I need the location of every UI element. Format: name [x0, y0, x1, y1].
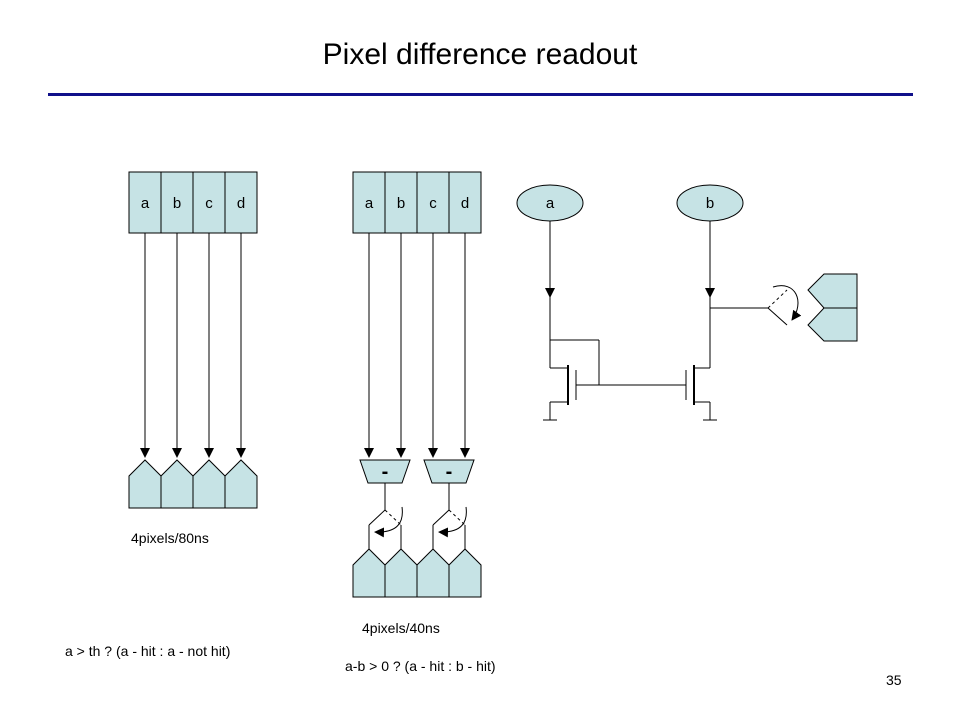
- middle-pixel-label-a: a: [365, 195, 374, 212]
- left-output-cell-a: [128, 459, 162, 509]
- switch-right-arc-arrow: [438, 506, 467, 538]
- switch-left-arm-a: [368, 509, 386, 526]
- left-output-cell-c: [192, 459, 226, 509]
- left-pixel-cell-c: [192, 171, 226, 234]
- switch-left-arm-b: [384, 509, 402, 526]
- comparator-wiring: [543, 221, 802, 421]
- output-switch-arm-up: [767, 289, 788, 309]
- middle-switch-right: [432, 483, 467, 550]
- middle-pixel-cell-d: [448, 171, 482, 234]
- middle-output-cell-a: [352, 548, 386, 598]
- subtractor-right-label: -: [446, 461, 453, 483]
- node-b-label: b: [706, 195, 714, 212]
- right-node-b: b: [676, 184, 744, 222]
- page-number: 35: [886, 672, 902, 688]
- left-pixel-label-c: c: [205, 195, 213, 212]
- right-output-cells: [807, 273, 858, 342]
- left-output-cell-d: [224, 459, 258, 509]
- left-readout-lines: [140, 233, 246, 458]
- slide-title: Pixel difference readout: [322, 38, 638, 71]
- switch-left-arc-arrow: [374, 506, 403, 538]
- middle-pixel-array: a b c d: [352, 171, 482, 234]
- middle-output-cell-c: [416, 548, 450, 598]
- middle-pixel-label-c: c: [429, 195, 437, 212]
- subtractor-right-shape: [423, 459, 475, 484]
- middle-rate-label: 4pixels/40ns: [362, 620, 440, 636]
- middle-switch-left: [368, 483, 403, 550]
- subtractor-right: -: [423, 459, 475, 484]
- subtractor-left-label: -: [382, 461, 389, 483]
- middle-pixel-label-b: b: [397, 195, 405, 212]
- middle-output-cells: [352, 548, 482, 598]
- left-formula: a > th ? (a - hit : a - not hit): [65, 643, 231, 659]
- middle-pixel-label-d: d: [461, 195, 469, 212]
- middle-output-cell-b: [384, 548, 418, 598]
- right-output-cell-top: [807, 273, 858, 309]
- right-node-a: a: [516, 184, 584, 222]
- right-output-cell-bottom: [807, 307, 858, 342]
- left-pixel-array: a b c d: [128, 171, 258, 234]
- left-pixel-cell-d: [224, 171, 258, 234]
- middle-pixel-cell-c: [416, 171, 450, 234]
- switch-right-arm-b: [448, 509, 466, 526]
- left-pixel-label-a: a: [141, 195, 150, 212]
- left-pixel-label-d: d: [237, 195, 245, 212]
- left-output-cell-b: [160, 459, 194, 509]
- middle-output-cell-d: [448, 548, 482, 598]
- middle-formula: a-b > 0 ? (a - hit : b - hit): [345, 658, 496, 674]
- left-output-cells: [128, 459, 258, 509]
- left-pixel-label-b: b: [173, 195, 181, 212]
- output-switch-arc-arrow: [772, 285, 802, 321]
- subtractor-left: -: [359, 459, 411, 484]
- output-switch-arm-down: [767, 307, 788, 326]
- title-underline: [48, 93, 913, 96]
- switch-right-arm-a: [432, 509, 450, 526]
- left-pixel-cell-a: [128, 171, 162, 234]
- left-rate-label: 4pixels/80ns: [131, 530, 209, 546]
- node-a-label: a: [546, 195, 555, 212]
- middle-readout-lines: [364, 233, 470, 458]
- subtractor-left-shape: [359, 459, 411, 484]
